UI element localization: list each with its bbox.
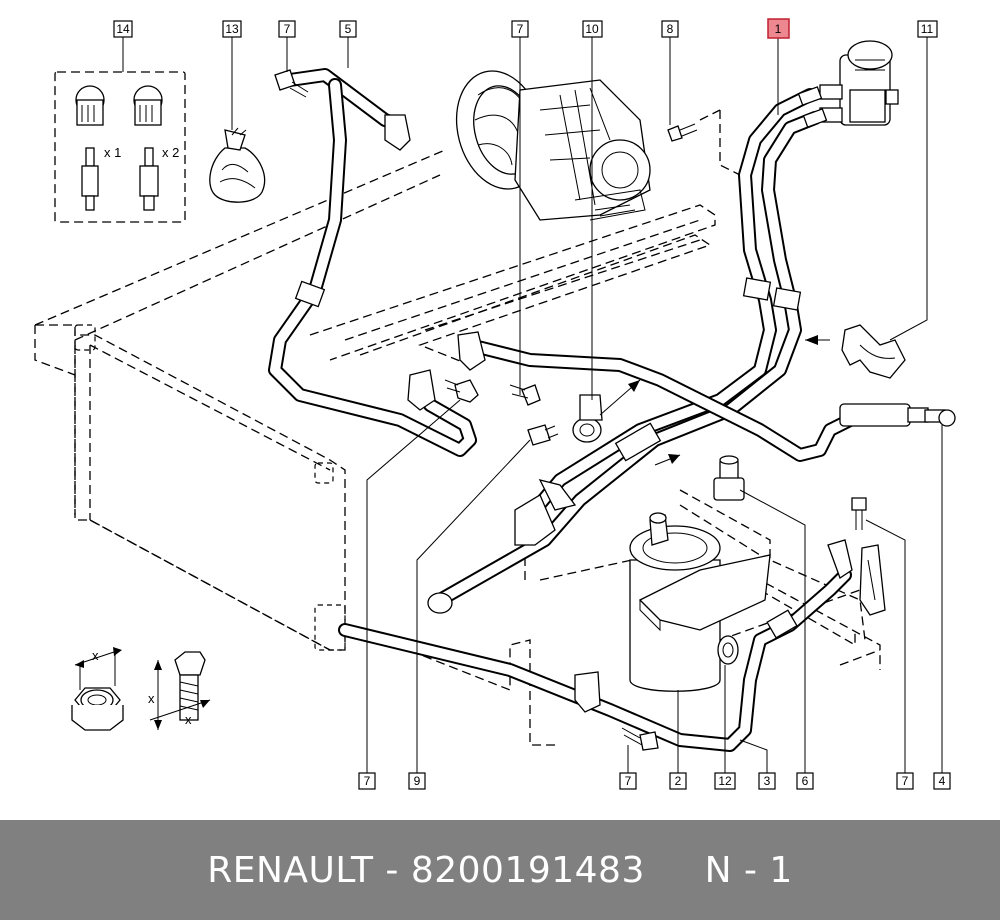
bolt-top-left (274, 69, 309, 98)
svg-text:9: 9 (414, 774, 421, 788)
receiver-drier (629, 512, 771, 692)
arrow-pipe-end (654, 454, 681, 466)
valve-kit-14: x 1 x 2 (54, 71, 186, 223)
svg-text:7: 7 (364, 774, 371, 788)
callout-leaders (122, 37, 943, 773)
bolt-bottom (621, 727, 659, 751)
condenser-outline (34, 149, 446, 651)
compressor (455, 70, 651, 221)
svg-text:13: 13 (225, 22, 239, 36)
callout-10: 10 (582, 20, 603, 38)
seal-12 (717, 635, 739, 665)
callout-14: 14 (113, 20, 133, 38)
callout-7-bottom-left: 7 (358, 772, 376, 790)
svg-text:2: 2 (675, 774, 682, 788)
dim-x-bolt-1: x (148, 691, 155, 706)
callout-4: 4 (933, 772, 951, 790)
callout-3: 3 (758, 772, 776, 790)
callout-7-bottom-center: 7 (619, 772, 637, 790)
nut-dimension: x (71, 647, 124, 731)
svg-text:7: 7 (902, 774, 909, 788)
svg-text:7: 7 (517, 22, 524, 36)
dimension-details: x x x (71, 647, 211, 731)
dim-x-bolt-2: x (185, 712, 192, 727)
pressure-switch (713, 455, 745, 501)
pipe-3 (338, 539, 853, 752)
callouts: 14 13 7 5 7 10 8 1 11 7 9 7 2 12 3 6 7 4 (113, 18, 951, 790)
callout-12: 12 (714, 772, 736, 790)
svg-text:5: 5 (345, 22, 352, 36)
svg-text:7: 7 (625, 774, 632, 788)
ac-circuit-diagram: x 1 x 2 x x (34, 18, 956, 790)
svg-text:1: 1 (775, 22, 782, 36)
callout-13: 13 (222, 20, 242, 38)
seal-bag-13 (209, 127, 266, 203)
svg-text:3: 3 (764, 774, 771, 788)
bolt-right (851, 497, 867, 530)
callout-7-top-center: 7 (511, 20, 529, 38)
pipe-5 (268, 68, 477, 457)
pipe-suction (457, 331, 956, 462)
valve-qty-2: x 2 (162, 145, 179, 160)
footer-part-number-text: RENAULT - 8200191483 N - 1 (207, 849, 793, 891)
svg-text:12: 12 (718, 774, 732, 788)
part-number-footer: RENAULT - 8200191483 N - 1 (0, 820, 1000, 920)
expansion-valve (819, 40, 899, 126)
nut-9 (527, 424, 559, 446)
svg-text:8: 8 (667, 22, 674, 36)
bolt-center (444, 379, 541, 406)
pipe-1 (427, 86, 828, 614)
svg-text:6: 6 (802, 774, 809, 788)
svg-text:14: 14 (116, 22, 130, 36)
svg-text:10: 10 (585, 22, 599, 36)
valve-qty-1: x 1 (104, 145, 121, 160)
svg-text:4: 4 (939, 774, 946, 788)
bolts (274, 69, 886, 751)
dim-x-nut: x (92, 648, 99, 663)
callout-9: 9 (408, 772, 426, 790)
callout-7-bottom-right: 7 (896, 772, 914, 790)
bracket-clip (805, 324, 906, 379)
callout-2: 2 (669, 772, 687, 790)
bolt-dimension: x x (148, 651, 211, 730)
callout-6: 6 (796, 772, 814, 790)
callout-1-highlighted: 1 (767, 18, 790, 39)
callout-11: 11 (917, 20, 938, 38)
svg-text:7: 7 (284, 22, 291, 36)
callout-5: 5 (339, 20, 357, 38)
bolt-8 (667, 123, 698, 142)
clamp-10 (572, 379, 641, 443)
bracket-4 (859, 544, 886, 616)
callout-8: 8 (661, 20, 679, 38)
svg-text:11: 11 (921, 22, 934, 36)
callout-7-top-left: 7 (278, 20, 296, 38)
